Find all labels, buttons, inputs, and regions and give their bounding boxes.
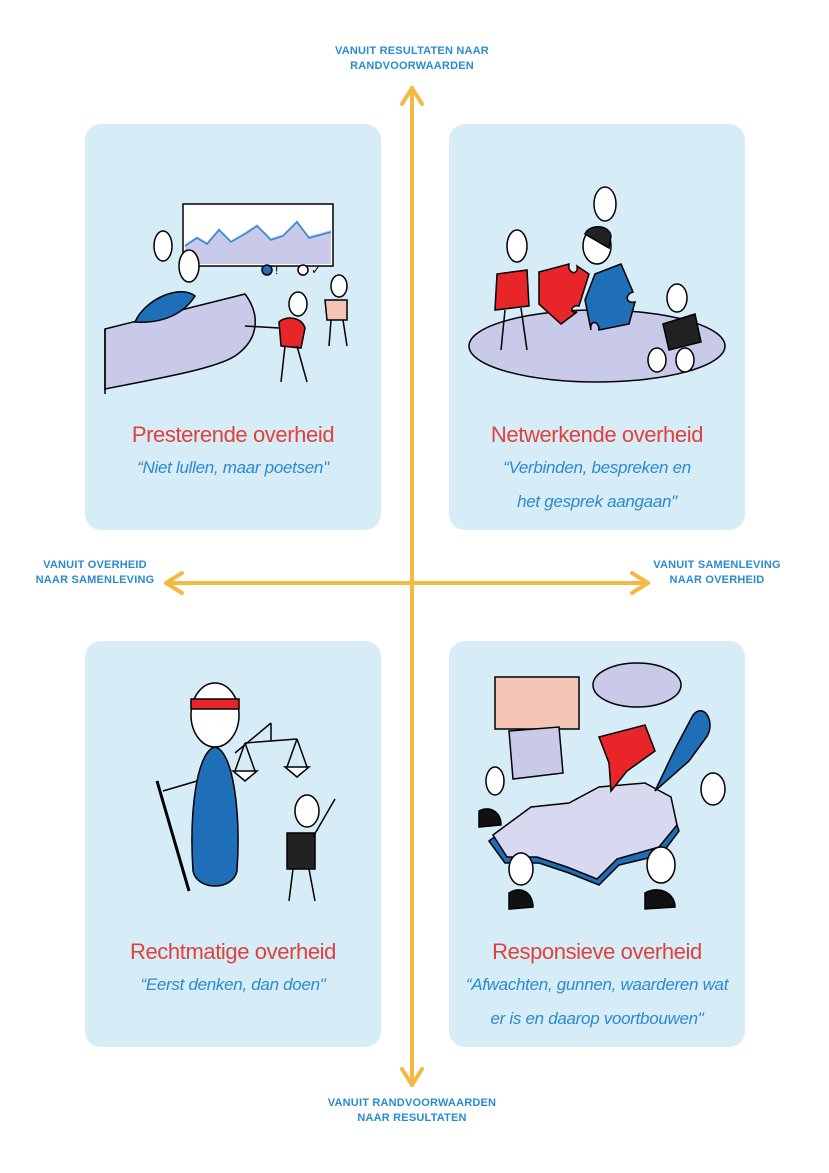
card-quote: “Verbinden, bespreken en het gesprek aan… xyxy=(503,458,691,511)
exclaim-icon: ! xyxy=(275,263,278,277)
card-title: Presterende overheid xyxy=(131,422,335,447)
card-rechtmatige-overheid: Rechtmatige overheid “Eerst denken, dan … xyxy=(85,641,381,1047)
illustration-map-speech xyxy=(478,662,726,910)
axis-label-bottom: VANUIT RANDVOORWAARDEN NAAR RESULTATEN xyxy=(327,1097,497,1124)
illustration-service-desk: ! ✓ xyxy=(104,203,348,394)
axis-label-left: VANUIT OVERHEID NAAR SAMENLEVING xyxy=(35,559,155,586)
card-quote: “Afwachten, gunnen, waarderen wat er is … xyxy=(465,975,729,1028)
arrow-down-icon xyxy=(400,1067,424,1087)
axis-label-top: VANUIT RESULTATEN NAAR RANDVOORWAARDEN xyxy=(335,45,489,72)
illustration-justice xyxy=(155,682,336,902)
arrow-left-icon xyxy=(164,571,184,595)
card-quote: “Niet lullen, maar poetsen" xyxy=(137,458,329,477)
check-icon: ✓ xyxy=(311,263,321,277)
card-netwerkende-overheid: Netwerkende overheid “Verbinden, besprek… xyxy=(449,124,745,530)
card-quote: “Eerst denken, dan doen" xyxy=(140,975,326,994)
card-title: Responsieve overheid xyxy=(492,939,702,964)
arrow-right-icon xyxy=(630,571,650,595)
card-responsieve-overheid: Responsieve overheid “Afwachten, gunnen,… xyxy=(449,641,745,1047)
card-title: Rechtmatige overheid xyxy=(129,939,336,964)
arrow-up-icon xyxy=(400,86,424,106)
card-presterende-overheid: ! ✓ Presterende overheid “Niet lullen, m… xyxy=(85,124,381,530)
illustration-puzzle-network xyxy=(468,186,726,383)
card-title: Netwerkende overheid xyxy=(490,422,704,447)
axis-label-right: VANUIT SAMENLEVING NAAR OVERHEID xyxy=(653,559,781,586)
